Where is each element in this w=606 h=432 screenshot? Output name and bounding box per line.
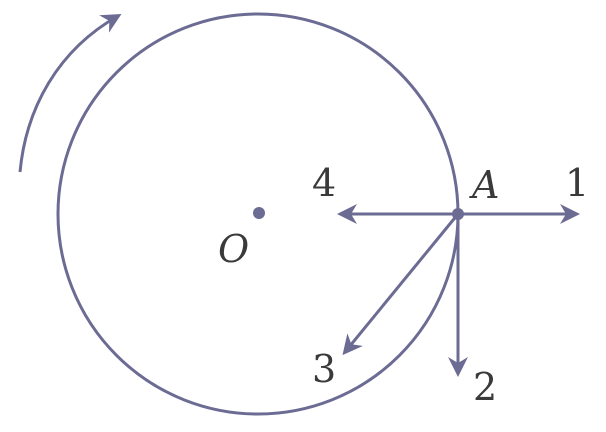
arrow-2-label: 2 xyxy=(473,365,497,409)
arrow-3 xyxy=(342,213,460,356)
arrow-4-label: 4 xyxy=(312,161,336,205)
point-a xyxy=(452,208,464,220)
point-a-label: A xyxy=(469,163,499,207)
arrow-1-label: 1 xyxy=(565,161,589,205)
arrow-3-label: 3 xyxy=(312,347,336,391)
center-point xyxy=(253,207,265,219)
center-label: O xyxy=(218,227,249,271)
rotation-arrow xyxy=(18,14,122,173)
